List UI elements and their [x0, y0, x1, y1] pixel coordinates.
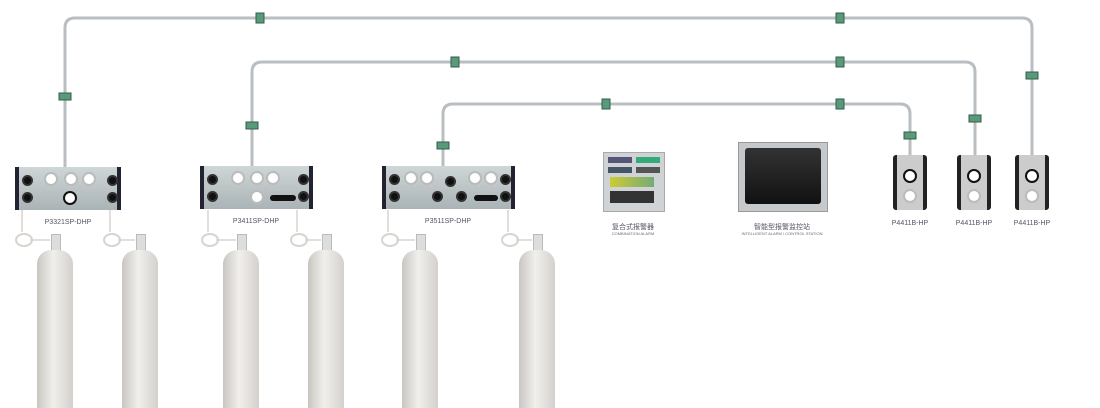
point-of-use-unit — [893, 155, 927, 210]
alarm-title-cn: 复合式报警器 — [612, 224, 654, 231]
manifold-panel-p3411 — [200, 166, 313, 209]
gas-cylinder — [519, 250, 555, 408]
control-station — [738, 142, 828, 212]
gas-cylinder — [308, 250, 344, 408]
pipe-line-1 — [63, 16, 1034, 168]
pigtail-coil — [290, 233, 308, 247]
alarm-title-en: COMBINATION ALARM — [611, 231, 655, 236]
pipe-line-2 — [250, 60, 977, 168]
gas-cylinder — [37, 250, 73, 408]
station-title-cn: 智能型报警监控站 — [754, 224, 810, 231]
unit-label: P4411B-HP — [891, 220, 929, 227]
pigtail-coil — [501, 233, 519, 247]
pigtails — [21, 210, 532, 241]
combination-alarm — [603, 152, 665, 212]
manifold-panel-p3321 — [15, 167, 121, 210]
gas-cylinder — [402, 250, 438, 408]
panel-label: P3411SP-DHP — [232, 218, 280, 225]
pigtail-coil — [381, 233, 399, 247]
panel-label: P3321SP-DHP — [44, 219, 92, 226]
gas-cylinder — [122, 250, 158, 408]
station-title-en: INTELLIGENT ALARM / CONTROL STATION — [741, 231, 823, 236]
manifold-panel-p3511 — [382, 166, 515, 209]
point-of-use-unit — [1015, 155, 1049, 210]
pipe-couplings — [58, 12, 1039, 150]
pigtail-coil — [15, 233, 33, 247]
unit-label: P4411B-HP — [1013, 220, 1051, 227]
pipe-line-3 — [441, 102, 912, 168]
pigtail-coil — [201, 233, 219, 247]
panel-label: P3511SP-DHP — [424, 218, 472, 225]
pigtail-coil — [103, 233, 121, 247]
gas-cylinder — [223, 250, 259, 408]
station-screen — [745, 148, 821, 204]
unit-label: P4411B-HP — [955, 220, 993, 227]
point-of-use-unit — [957, 155, 991, 210]
